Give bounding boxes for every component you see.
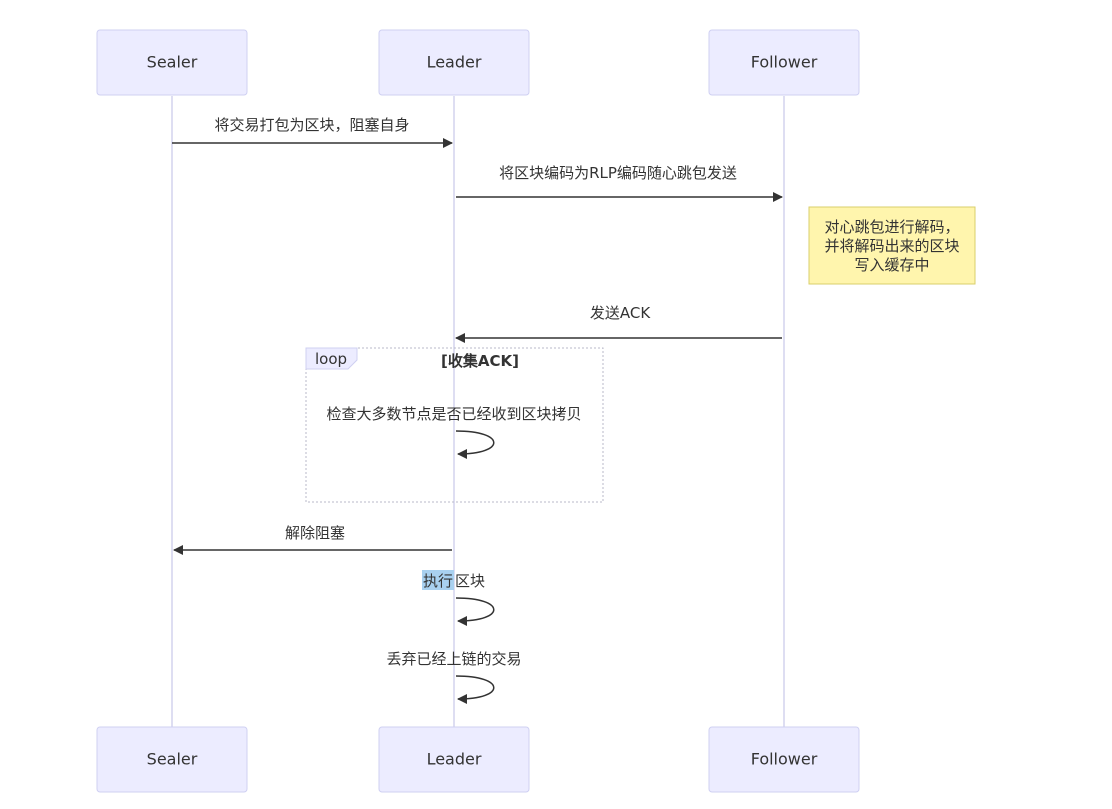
actor-follower-label: Follower bbox=[751, 53, 818, 72]
message-execute-highlight: 执行 bbox=[423, 572, 453, 590]
self-arrow-check-majority bbox=[455, 430, 495, 459]
loop-condition: [收集ACK] bbox=[441, 352, 519, 370]
actor-follower-top: Follower bbox=[708, 29, 860, 96]
actor-sealer-bottom-label: Sealer bbox=[147, 750, 198, 769]
actor-follower-bottom-label: Follower bbox=[751, 750, 818, 769]
actor-follower-bottom: Follower bbox=[708, 726, 860, 793]
highlight-execute bbox=[422, 570, 454, 590]
actor-sealer-top: Sealer bbox=[96, 29, 248, 96]
actor-sealer-label: Sealer bbox=[147, 53, 198, 72]
loop-frame: loop [收集ACK] bbox=[305, 347, 604, 503]
note-follower: 对心跳包进行解码， 并将解码出来的区块 写入缓存中 bbox=[808, 206, 976, 285]
message-encode-rlp: 将区块编码为RLP编码随心跳包发送 bbox=[499, 164, 737, 182]
message-send-ack: 发送ACK bbox=[590, 304, 651, 322]
loop-label: loop bbox=[315, 350, 347, 368]
message-execute-rest: 区块 bbox=[455, 572, 485, 590]
actor-leader-top: Leader bbox=[378, 29, 530, 96]
message-unblock: 解除阻塞 bbox=[285, 524, 345, 542]
self-arrow-execute-block bbox=[455, 597, 495, 626]
message-check-majority: 检查大多数节点是否已经收到区块拷贝 bbox=[326, 405, 581, 423]
note-line-3: 写入缓存中 bbox=[854, 256, 929, 274]
note-line-1: 对心跳包进行解码， bbox=[824, 218, 959, 236]
message-execute-block: 执行 区块 bbox=[422, 570, 485, 590]
self-arrow-discard-tx bbox=[455, 675, 495, 704]
actor-leader-bottom-label: Leader bbox=[427, 750, 482, 769]
loop-tab bbox=[305, 347, 358, 370]
note-line-2: 并将解码出来的区块 bbox=[824, 237, 959, 255]
actor-leader-bottom: Leader bbox=[378, 726, 530, 793]
message-pack-block: 将交易打包为区块，阻塞自身 bbox=[214, 116, 409, 134]
actor-sealer-bottom: Sealer bbox=[96, 726, 248, 793]
message-discard-tx: 丢弃已经上链的交易 bbox=[386, 650, 521, 668]
actor-leader-label: Leader bbox=[427, 53, 482, 72]
